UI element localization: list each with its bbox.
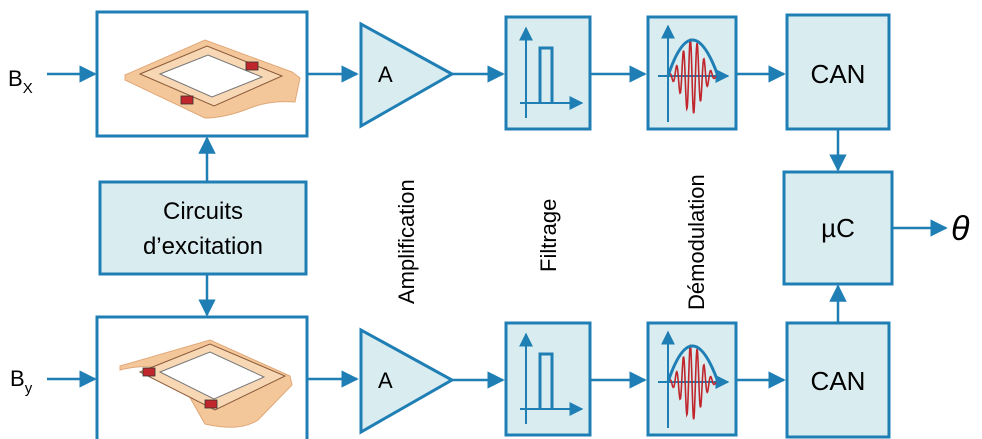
demodulation-signal-icon [658, 24, 730, 122]
adc-label-bottom: CAN [811, 366, 866, 396]
magnetic-sensor-icon [124, 39, 301, 119]
demod-block-bottom [646, 321, 738, 437]
input-label-by: By [10, 366, 33, 397]
mcu-label: µC [821, 213, 855, 243]
input-label-bx: BX [8, 66, 33, 97]
excitation-block [98, 180, 308, 276]
amplifier-top: A [359, 21, 456, 129]
svg-text:A: A [378, 62, 393, 87]
bandpass-filter-icon [519, 332, 584, 424]
amplifier-bottom: A [359, 327, 456, 435]
bandpass-filter-icon [519, 26, 584, 118]
adc-block-bottom [785, 321, 891, 439]
filter-block-bottom [504, 321, 592, 437]
demodulation-signal-icon [658, 330, 730, 428]
sensor-block-top [95, 10, 309, 138]
stage-label-demodulation: Démodulation [684, 174, 709, 310]
filter-block-top [504, 15, 592, 131]
magnetic-sensor-icon [119, 339, 293, 428]
adc-block-top [785, 13, 891, 131]
excitation-label-line2: d’excitation [143, 233, 263, 260]
stage-label-filtering: Filtrage [536, 199, 561, 272]
adc-label-top: CAN [811, 59, 866, 89]
svg-text:A: A [378, 368, 393, 393]
sensor-block-bottom [95, 315, 309, 439]
stage-label-amplification: Amplification [394, 179, 419, 304]
mcu-block [782, 170, 894, 286]
demod-block-top [646, 15, 738, 131]
output-theta-label: θ [951, 210, 970, 248]
excitation-label-line1: Circuits [163, 198, 243, 225]
